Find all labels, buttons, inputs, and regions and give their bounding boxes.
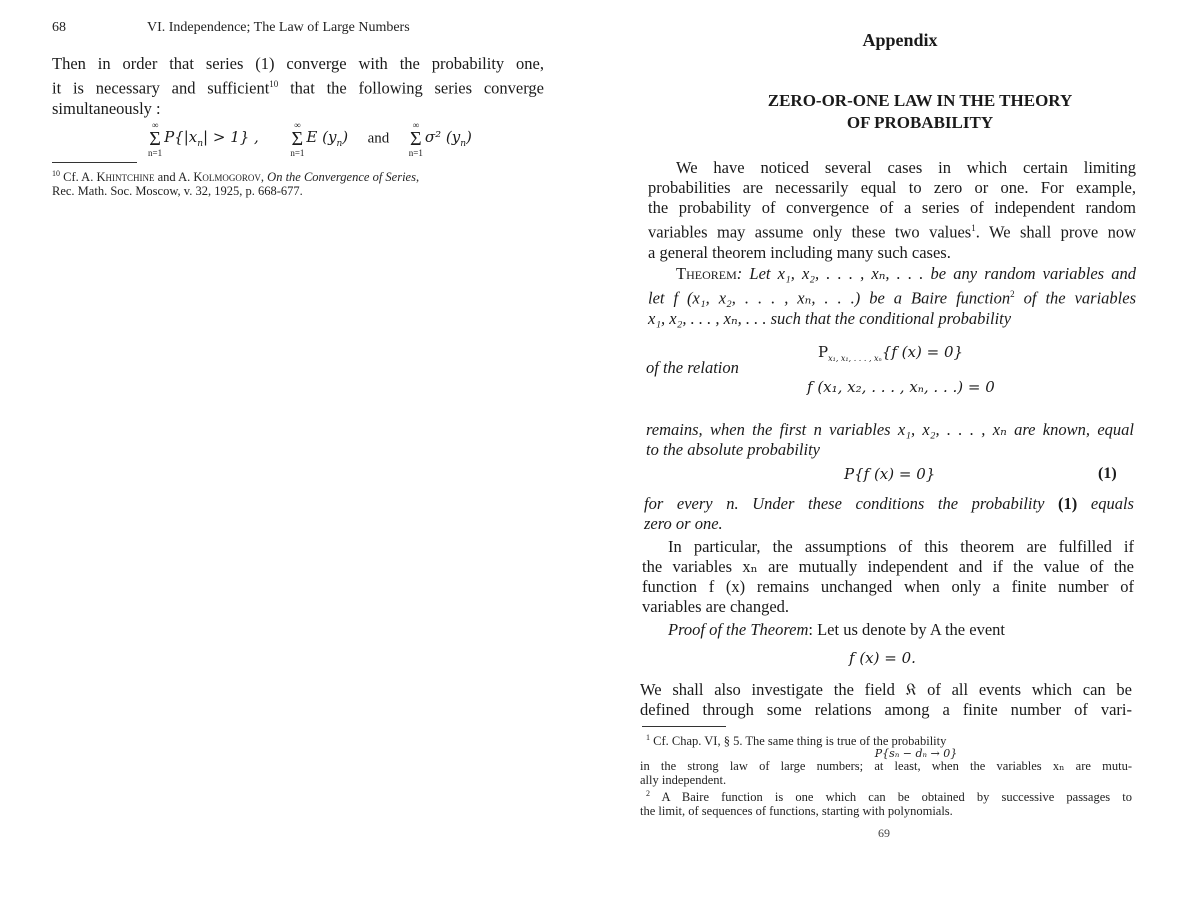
particular-paragraph: In particular, the assumptions of this t… bbox=[642, 537, 1134, 616]
intro-paragraph: We have noticed several cases in which c… bbox=[648, 158, 1136, 263]
formula-term: σ² (yn) bbox=[424, 128, 472, 150]
text-line-part: it is necessary and sufficient bbox=[52, 78, 270, 98]
right-page: Appendix ZERO-OR-ONE LAW IN THE THEORY O… bbox=[600, 0, 1200, 900]
of-relation: of the relation bbox=[646, 358, 739, 377]
footnote-ref: 10 bbox=[269, 79, 279, 89]
proof-paragraph: Proof of the Theorem: Let us denote by A… bbox=[668, 620, 1005, 639]
theorem: Theorem: Let x₁, x₂, . . . , xₙ, . . . b… bbox=[648, 264, 1137, 328]
text-line: probabilities are necessarily equal to z… bbox=[648, 178, 1136, 197]
footnote: 10 Cf. A. Khintchine and A. Kolmogorov, … bbox=[52, 169, 420, 199]
text-line: the probability of convergence of a seri… bbox=[648, 198, 1136, 217]
footnote-1: 1 Cf. Chap. VI, § 5. The same thing is t… bbox=[640, 733, 1132, 788]
and-word: and bbox=[367, 130, 390, 147]
relation-eq: f (x₁, x₂, . . . , xₙ, . . .) = 0 bbox=[807, 378, 995, 396]
equation-number: (1) bbox=[1098, 465, 1117, 482]
footnote-rule bbox=[642, 726, 726, 727]
event-eq: f (x) = 0. bbox=[849, 649, 916, 667]
footnote-rule bbox=[52, 162, 137, 163]
text-line: simultaneously : bbox=[52, 98, 161, 118]
footnote-ref: 1 bbox=[971, 223, 976, 233]
formula-term: E (yn) bbox=[306, 128, 349, 150]
page-number: 68 bbox=[52, 20, 66, 35]
footnote-ref: 2 bbox=[1010, 289, 1015, 299]
footnote-marker: 10 bbox=[52, 169, 60, 178]
footnote-2: 2 A Baire function is one which can be o… bbox=[640, 789, 1132, 819]
formula-term: P{|xn| > 1} , bbox=[164, 128, 259, 150]
text-line: variables may assume only these two valu… bbox=[648, 222, 1136, 242]
section-title: ZERO-OR-ONE LAW IN THE THEORY OF PROBABI… bbox=[767, 91, 1073, 132]
left-page: 68 VI. Independence; The Law of Large Num… bbox=[52, 20, 544, 199]
text-line-part: that the following series converge bbox=[278, 78, 544, 98]
remains-paragraph: remains, when the first n variables x₁, … bbox=[646, 420, 1134, 459]
page-number: 69 bbox=[878, 826, 890, 840]
text-line: a general theorem including many such ca… bbox=[648, 242, 951, 262]
text-line: it is necessary and sufficient10 that th… bbox=[52, 74, 544, 99]
absolute-probability: P{f (x) = 0} bbox=[844, 465, 936, 483]
text-line: We have noticed several cases in which c… bbox=[676, 158, 1136, 177]
field-paragraph: We shall also investigate the field 𝔎 of… bbox=[640, 680, 1132, 719]
running-head-title: VI. Independence; The Law of Large Numbe… bbox=[147, 20, 410, 35]
theorem-label: Theorem bbox=[676, 264, 737, 283]
paragraph: Then in order that series (1) converge w… bbox=[52, 54, 544, 119]
proof-label: Proof of the Theorem bbox=[668, 620, 809, 639]
every-paragraph: for every n. Under these conditions the … bbox=[644, 494, 1134, 533]
text-line: Then in order that series (1) converge w… bbox=[52, 54, 544, 73]
conditional-probability: Px₁, x₁, . . . , xₙ{f (x) = 0} bbox=[818, 343, 964, 363]
appendix-heading: Appendix bbox=[862, 30, 938, 50]
running-head: 68 VI. Independence; The Law of Large Num… bbox=[52, 20, 410, 36]
footnote-formula: P{sₙ − dₙ → 0} bbox=[874, 747, 958, 761]
